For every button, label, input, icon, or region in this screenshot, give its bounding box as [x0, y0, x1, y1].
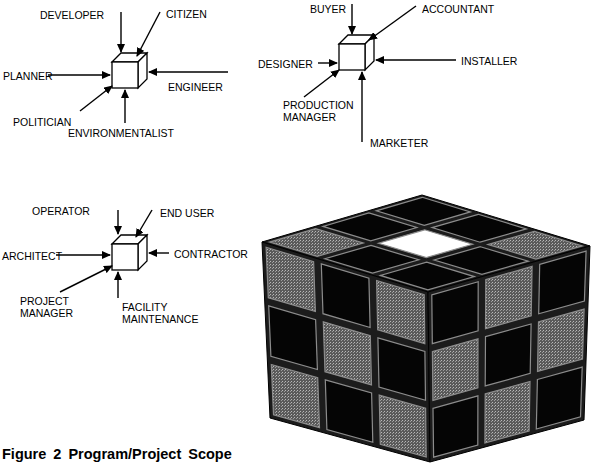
cube-face — [262, 242, 430, 462]
role-label: BUYER — [310, 3, 346, 15]
role-label: ARCHITECT — [2, 250, 62, 262]
arrow-line — [318, 62, 337, 63]
arrow-line — [60, 266, 112, 292]
role-label: ENGINEER — [168, 81, 223, 93]
cube-cell — [321, 264, 370, 328]
cube-cell — [269, 306, 318, 370]
arrow-line — [48, 74, 110, 75]
figure-caption: Figure 2 Program/Project Scope — [2, 446, 232, 462]
role-label: PRODUCTION MANAGER — [283, 99, 361, 123]
cube-cell — [271, 365, 319, 428]
arrow-line — [351, 4, 352, 34]
cube-cell — [486, 266, 533, 328]
role-label: DEVELOPER — [40, 9, 104, 21]
arrow-line — [117, 210, 118, 234]
arrow-line — [149, 252, 169, 253]
arrow-group — [48, 12, 228, 123]
cube-cell — [379, 395, 426, 457]
arrow-line — [80, 86, 112, 111]
cube-cell — [432, 339, 478, 401]
arrow-line — [137, 12, 160, 56]
role-label: OPERATOR — [32, 205, 90, 217]
arrow-line — [124, 90, 125, 123]
stakeholder-cube — [112, 53, 147, 88]
role-label: MARKETER — [370, 137, 428, 149]
role-label: END USER — [160, 207, 214, 219]
role-label: DESIGNER — [258, 58, 313, 70]
role-label: INSTALLER — [461, 55, 517, 67]
role-label: ACCOUNTANT — [422, 3, 494, 15]
role-label: ENVIRONMENTALIST — [68, 127, 174, 139]
cube-cell — [378, 338, 426, 401]
role-label: PLANNER — [3, 70, 53, 82]
cube-cell — [323, 322, 371, 385]
arrow-line — [304, 70, 339, 97]
arrow-line — [369, 6, 416, 40]
arrow-line — [376, 59, 456, 60]
cube-cell — [433, 396, 478, 457]
role-label: CONTRACTOR — [174, 248, 248, 260]
cube-cell — [539, 251, 586, 314]
arrow-line — [120, 12, 121, 52]
arrow-line — [149, 71, 228, 72]
cube-cell — [536, 367, 582, 429]
role-label: CITIZEN — [166, 8, 207, 20]
role-label: PROJECT MANAGER — [20, 295, 80, 319]
cube-cell — [377, 281, 425, 344]
cube-cell — [485, 324, 531, 386]
arrow-group — [56, 210, 169, 298]
role-label: POLITICIAN — [13, 116, 71, 128]
arrow-line — [117, 272, 118, 298]
cube-cell — [432, 282, 478, 344]
cube-cell — [325, 380, 373, 443]
arrow-line — [56, 254, 110, 255]
cube-face — [428, 246, 590, 462]
stakeholder-cube — [339, 35, 374, 70]
arrow-line — [136, 210, 152, 237]
rubik-cube — [262, 195, 590, 462]
cube-cell — [538, 309, 585, 371]
arrow-line — [361, 72, 362, 142]
cube-cell — [266, 247, 315, 311]
stakeholder-cube — [112, 235, 147, 270]
cube-cell — [485, 382, 530, 444]
role-label: FACILITY MAINTENANCE — [122, 301, 202, 325]
